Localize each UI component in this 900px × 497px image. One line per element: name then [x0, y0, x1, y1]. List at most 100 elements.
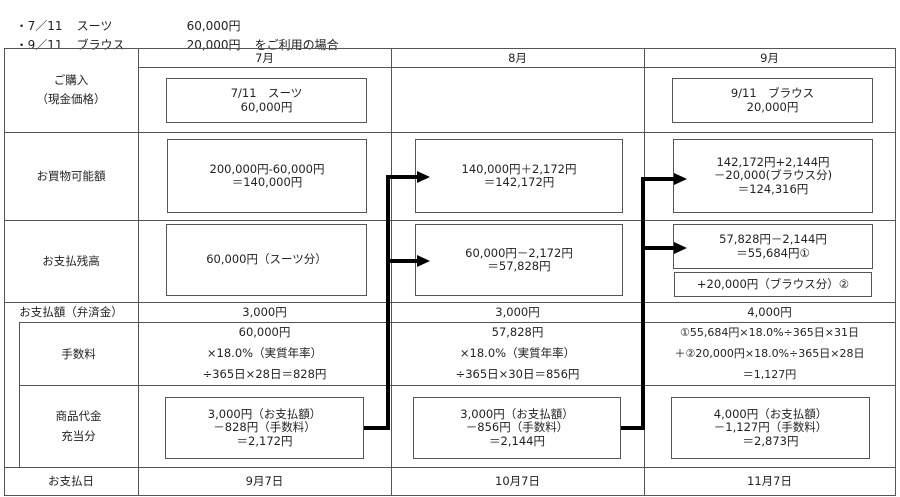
- grid-line: [19, 322, 896, 323]
- box-line: ＝2,172円: [236, 433, 293, 448]
- grid-line: [138, 48, 139, 495]
- box-line: －1,127円（手数料）: [713, 420, 828, 435]
- arrow-right-icon: [417, 255, 430, 267]
- flow-line: [386, 175, 390, 430]
- box-line: 57,828円－2,144円: [719, 232, 827, 246]
- box-line: 4,000円（お支払額）: [713, 406, 828, 421]
- box-line: 142,172円+2,144円: [716, 154, 830, 169]
- fee-line: 60,000円: [238, 325, 291, 339]
- product-box-aug: 3,000円（お支払額） －856円（手数料） ＝2,144円: [413, 397, 621, 459]
- payment-date-jul: 9月7日: [245, 474, 284, 488]
- box-line: －856円（手数料）: [465, 420, 569, 435]
- box-line: ＝124,316円: [737, 181, 809, 196]
- balance-box-sep: 57,828円－2,144円 ＝55,684円①: [673, 224, 873, 269]
- box-line: +20,000円（ブラウス分）②: [696, 276, 850, 291]
- fee-line: ×18.0%（実質年率）: [206, 346, 323, 360]
- fee-sep: ①55,684円×18.0%÷365日×31日 ＋②20,000円×18.0%÷…: [644, 322, 895, 385]
- intro-date: 7／11: [27, 19, 63, 33]
- grid-line: [4, 132, 896, 133]
- product-box-jul: 3,000円（お支払額） －828円（手数料） ＝2,172円: [165, 397, 364, 459]
- flow-line: [641, 177, 675, 181]
- payment-sep: 4,000円: [747, 305, 792, 319]
- grid-line: [4, 220, 896, 221]
- intro-line-1: ・7／11 スーツ 60,000円: [8, 2, 241, 34]
- purchase-box-jul: 7/11 スーツ 60,000円: [166, 78, 367, 123]
- flow-line: [641, 246, 675, 250]
- arrow-right-icon: [674, 173, 687, 185]
- row-label-payment-date: お支払日: [48, 474, 94, 488]
- flow-line: [386, 259, 418, 263]
- bullet: ・: [15, 19, 28, 33]
- box-line: 20,000円: [746, 99, 799, 114]
- box-line: 7/11 スーツ: [230, 86, 303, 100]
- label-line: 商品代金: [55, 409, 102, 423]
- grid-line: [391, 48, 392, 495]
- row-label-purchase: ご購入 （現金価格）: [4, 48, 138, 132]
- payment-aug: 3,000円: [495, 305, 540, 319]
- header-sep: 9月: [760, 50, 779, 65]
- box-line: ＝140,000円: [231, 175, 303, 189]
- grid-line: [4, 495, 896, 496]
- grid-line: [4, 302, 896, 303]
- box-line: 60,000円（スーツ分）: [206, 252, 327, 267]
- box-line: 3,000円（お支払額）: [460, 406, 574, 421]
- box-line: ＝142,172円: [483, 175, 555, 189]
- flow-line: [386, 175, 418, 179]
- box-line: 9/11 ブラウス: [730, 86, 815, 100]
- shopping-limit-box-aug: 140,000円＋2,172円 ＝142,172円: [415, 139, 623, 213]
- grid-line: [4, 48, 896, 49]
- payment-date-aug: 10月7日: [495, 474, 540, 488]
- payment-date-sep: 11月7日: [747, 474, 792, 488]
- arrow-right-icon: [417, 171, 430, 183]
- fee-line: ÷365日×28日＝828円: [202, 367, 327, 381]
- box-line: －828円（手数料）: [213, 420, 316, 435]
- balance-box-sep-blouse: +20,000円（ブラウス分）②: [674, 272, 872, 297]
- balance-box-aug: 60,000円－2,172円 ＝57,828円: [415, 224, 623, 296]
- row-label-balance: お支払残高: [42, 254, 100, 268]
- label-line: ご購入: [53, 73, 89, 87]
- row-label-shopping-limit: お買物可能額: [36, 169, 106, 183]
- grid-line: [19, 322, 20, 467]
- fee-line: ＋②20,000円×18.0%÷365日×28日: [674, 347, 865, 360]
- header-aug: 8月: [508, 50, 527, 65]
- box-line: 140,000円＋2,172円: [461, 161, 577, 176]
- payment-jul: 3,000円: [242, 305, 287, 319]
- label-line: （現金価格）: [36, 92, 106, 106]
- intro-amount: 60,000円: [186, 19, 241, 33]
- box-line: 60,000円: [240, 99, 293, 114]
- fee-line: ×18.0%（実質年率）: [459, 346, 576, 360]
- label-line: 充当分: [61, 429, 96, 443]
- grid-line: [19, 385, 896, 386]
- fee-aug: 57,828円 ×18.0%（実質年率） ÷365日×30日＝856円: [391, 322, 644, 385]
- fee-line: 57,828円: [491, 325, 544, 339]
- row-label-product: 商品代金 充当分: [19, 385, 138, 467]
- shopping-limit-box-sep: 142,172円+2,144円 －20,000(ブラウス分) ＝124,316円: [673, 139, 873, 213]
- box-line: 60,000円－2,172円: [465, 245, 573, 260]
- header-jul: 7月: [255, 50, 274, 65]
- arrow-right-icon: [674, 242, 687, 254]
- balance-box-jul: 60,000円（スーツ分）: [166, 224, 367, 296]
- box-line: －20,000(ブラウス分): [713, 168, 833, 183]
- box-line: ＝55,684円①: [736, 245, 810, 260]
- box-line: 200,000円-60,000円: [209, 161, 325, 176]
- box-line: ＝2,144円: [489, 433, 545, 448]
- flow-line: [621, 426, 645, 430]
- box-line: ＝2,873円: [742, 433, 799, 448]
- grid-line: [4, 48, 5, 495]
- grid-line: [895, 48, 896, 495]
- row-label-fee: 手数料: [61, 346, 96, 361]
- row-label-payment: お支払額（弁済金）: [19, 305, 123, 319]
- purchase-box-sep: 9/11 ブラウス 20,000円: [672, 78, 873, 123]
- fee-line: ＝1,127円: [742, 368, 797, 381]
- grid-line: [4, 467, 896, 468]
- product-box-sep: 4,000円（お支払額） －1,127円（手数料） ＝2,873円: [671, 397, 870, 459]
- box-line: ＝57,828円: [487, 259, 551, 273]
- box-line: 3,000円（お支払額）: [207, 406, 322, 421]
- flow-line: [641, 177, 645, 430]
- shopping-limit-box-jul: 200,000円-60,000円 ＝140,000円: [167, 139, 367, 213]
- grid-line: [138, 67, 896, 68]
- fee-line: ÷365日×30日＝856円: [455, 367, 580, 381]
- fee-jul: 60,000円 ×18.0%（実質年率） ÷365日×28日＝828円: [138, 322, 391, 385]
- fee-line: ①55,684円×18.0%÷365日×31日: [680, 326, 859, 339]
- intro-item: スーツ: [76, 19, 113, 33]
